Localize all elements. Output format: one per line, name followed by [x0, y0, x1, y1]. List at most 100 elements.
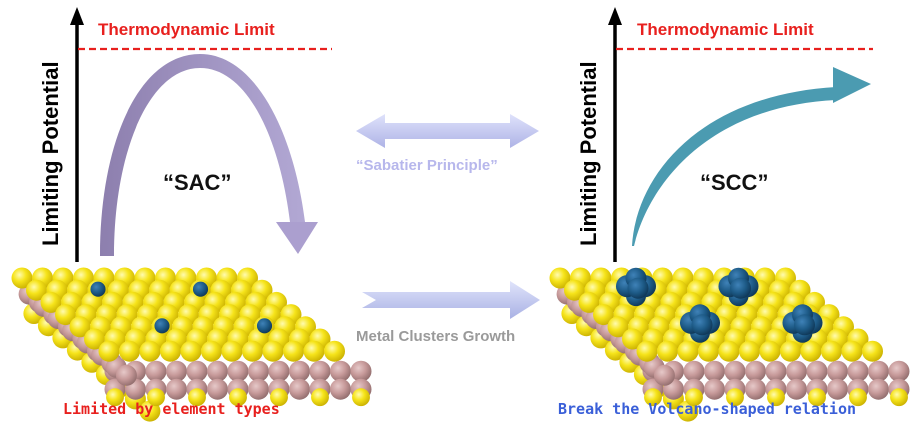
- volcano-arrowhead-icon: [276, 222, 318, 254]
- lower-atom: [311, 388, 329, 407]
- cluster-atom: [730, 277, 751, 299]
- substrate-atom: [309, 360, 331, 382]
- surface-atom: [139, 340, 161, 362]
- metal-cluster: [782, 304, 823, 343]
- surface-atom: [718, 340, 740, 362]
- scc-label: “SCC”: [700, 170, 768, 195]
- substrate-atom: [765, 360, 787, 382]
- surface-atom: [84, 328, 105, 350]
- surface-atom: [657, 340, 678, 362]
- surface-atom: [324, 340, 345, 362]
- substrate-atom: [683, 360, 705, 382]
- substrate-atom: [847, 360, 869, 382]
- substrate-atom: [745, 378, 766, 400]
- substrate-atom: [289, 360, 310, 382]
- left-limit-label: Thermodynamic Limit: [98, 20, 275, 39]
- sac-label: “SAC”: [163, 170, 231, 195]
- lower-atom: [685, 388, 703, 407]
- surface-atom: [303, 340, 325, 362]
- lower-atom: [808, 388, 826, 407]
- substrate-atom: [145, 360, 167, 382]
- surface-atom: [549, 267, 571, 289]
- surface-atom: [759, 340, 781, 362]
- cluster-atom: [627, 277, 649, 299]
- substrate-atom: [166, 378, 187, 400]
- surface-atom: [739, 340, 760, 362]
- substrate-atom: [268, 360, 290, 382]
- substrate-atom: [166, 360, 187, 382]
- substrate-atom: [115, 364, 137, 386]
- surface-atom: [98, 340, 120, 362]
- substrate-atom: [827, 360, 848, 382]
- single-metal-atom: [90, 281, 106, 297]
- lower-atom: [188, 388, 206, 407]
- surface-atom: [841, 340, 863, 362]
- right-y-axis: [608, 7, 622, 262]
- surface-atom: [69, 316, 91, 338]
- scc-rising-curve-arrow: [632, 67, 871, 246]
- substrate-atom: [745, 360, 766, 382]
- substrate-atom: [786, 378, 807, 400]
- surface-layer: [11, 267, 345, 362]
- lower-atom: [106, 388, 124, 407]
- surface-atom: [40, 291, 62, 313]
- lower-atom: [890, 388, 908, 407]
- substrate-atom: [888, 360, 910, 382]
- left-panel: Limiting Potential Thermodynamic Limit “…: [11, 7, 372, 422]
- lower-atom: [352, 388, 370, 407]
- left-y-axis: [70, 7, 84, 262]
- sabatier-principle-label: “Sabatier Principle”: [356, 157, 498, 174]
- surface-atom: [698, 340, 719, 362]
- right-caption: Break the Volcano-shaped relation: [558, 400, 856, 418]
- volcano-curve-arrow: [100, 54, 318, 256]
- surface-atom: [677, 340, 699, 362]
- lower-atom: [726, 388, 744, 407]
- metal-clusters: [615, 267, 823, 343]
- surface-atom: [201, 340, 222, 362]
- surface-atom: [26, 279, 47, 301]
- substrate-atom: [806, 360, 828, 382]
- surface-atom: [221, 340, 243, 362]
- sac-slab-model: [11, 267, 372, 422]
- surface-atom: [821, 340, 842, 362]
- substrate-atom: [330, 360, 351, 382]
- substrate-atom: [289, 378, 310, 400]
- surface-atom: [242, 340, 263, 362]
- surface-atom: [564, 279, 585, 301]
- left-axis-label: Limiting Potential: [38, 61, 63, 246]
- single-metal-atom: [192, 281, 209, 297]
- surface-atom: [262, 340, 284, 362]
- substrate-atom: [227, 360, 249, 382]
- surface-atom: [636, 340, 658, 362]
- surface-atom: [862, 340, 883, 362]
- scc-arrowhead-icon: [833, 67, 871, 103]
- metal-cluster: [718, 267, 759, 307]
- single-atoms: [90, 281, 273, 334]
- surface-atom: [622, 328, 643, 350]
- lower-atom: [147, 388, 165, 407]
- surface-atom: [780, 340, 801, 362]
- single-metal-atom: [154, 318, 170, 334]
- surface-atom: [607, 316, 629, 338]
- left-caption: Limited by element types: [63, 400, 280, 418]
- surface-atom: [160, 340, 181, 362]
- right-axis-arrowhead-icon: [608, 7, 622, 25]
- metal-cluster: [679, 304, 721, 343]
- single-metal-atom: [256, 318, 273, 334]
- substrate-atom: [207, 378, 228, 400]
- substrate-atom: [653, 364, 675, 386]
- substrate-atom: [868, 378, 889, 400]
- surface-atom: [593, 304, 614, 326]
- substrate-atom: [248, 378, 269, 400]
- surface-atom: [283, 340, 304, 362]
- right-axis-label: Limiting Potential: [576, 61, 601, 246]
- substrate-atom: [186, 360, 208, 382]
- substrate-atom: [704, 378, 725, 400]
- left-axis-arrowhead-icon: [70, 7, 84, 25]
- surface-atom: [119, 340, 140, 362]
- lower-atom: [849, 388, 867, 407]
- sabatier-double-arrow-icon: [356, 114, 539, 148]
- lower-atom: [644, 388, 662, 407]
- surface-atom: [800, 340, 822, 362]
